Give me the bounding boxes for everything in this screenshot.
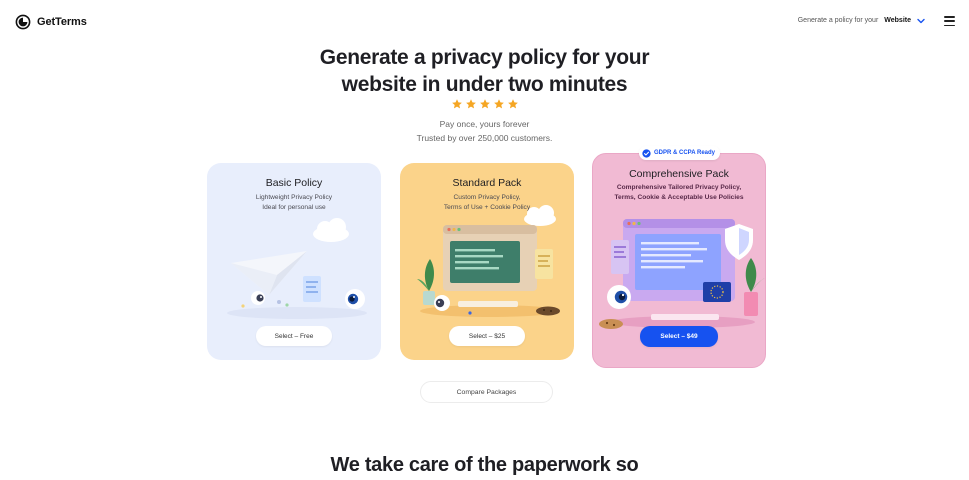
eye-icon — [251, 291, 265, 305]
brand-name: GetTerms — [37, 16, 87, 28]
menu-icon[interactable] — [944, 16, 955, 26]
card-title: Basic Policy — [265, 177, 323, 189]
check-badge-icon — [642, 148, 651, 158]
hero-subtitle-2: Trusted by over 250,000 customers. — [416, 133, 553, 143]
paper-plane-icon — [231, 251, 307, 295]
star-icon — [493, 99, 504, 109]
cookie-icon — [599, 319, 623, 329]
star-icon — [465, 99, 476, 109]
comprehensive-pack-illustration — [599, 219, 765, 329]
plant-icon — [744, 258, 765, 316]
card-description-line-1: Lightweight Privacy Policy — [255, 194, 333, 201]
eu-flag-icon — [703, 282, 731, 302]
cloud-icon — [524, 205, 556, 226]
section-title: We take care of the paperwork so — [330, 454, 639, 476]
card-description-line-2: Ideal for personal use — [262, 204, 326, 211]
star-icon — [507, 99, 518, 109]
eye-icon — [607, 285, 631, 309]
shield-icon — [725, 224, 753, 260]
card-description-line-1: Custom Privacy Policy, — [453, 194, 521, 201]
select-free-button[interactable]: Select – Free — [256, 326, 332, 346]
browser-window-icon — [623, 219, 735, 301]
policy-selector-value: Website — [884, 17, 911, 24]
card-description-line-2: Terms of Use + Cookie Policy — [443, 204, 531, 211]
card-description-line-1: Comprehensive Tailored Privacy Policy, — [616, 184, 742, 191]
getterms-logo-icon — [15, 14, 31, 30]
card-description: Comprehensive Tailored Privacy Policy, T… — [593, 183, 765, 203]
top-bar: GetTerms Generate a policy for your Webs… — [0, 0, 969, 44]
card-description: Custom Privacy Policy, Terms of Use + Co… — [400, 193, 574, 213]
eye-icon — [345, 289, 365, 309]
card-title: Standard Pack — [452, 177, 522, 189]
plant-icon — [417, 259, 435, 305]
chevron-down-icon — [917, 18, 925, 23]
page-title-line-2: website in under two minutes — [341, 73, 628, 96]
basic-policy-illustration — [227, 218, 367, 319]
standard-pack-card[interactable]: Standard Pack Custom Privacy Policy, Ter… — [400, 163, 574, 360]
compare-packages-button[interactable]: Compare Packages — [420, 381, 553, 403]
rating-stars — [0, 98, 969, 110]
standard-pack-illustration — [417, 205, 560, 317]
page-title-line-1: Generate a privacy policy for your — [319, 46, 650, 69]
star-icon — [451, 99, 462, 109]
gdpr-ccpa-badge-label: GDPR & CCPA Ready — [654, 150, 716, 156]
policy-selector-prefix: Generate a policy for your — [797, 17, 879, 24]
comprehensive-pack-card[interactable]: Comprehensive Pack Comprehensive Tailore… — [592, 153, 766, 368]
brand-logo[interactable]: GetTerms — [15, 14, 87, 30]
select-comprehensive-button[interactable]: Select – $49 — [640, 326, 718, 347]
star-icon — [479, 99, 490, 109]
eye-icon — [434, 295, 450, 311]
card-title: Comprehensive Pack — [629, 168, 729, 180]
cookie-icon — [536, 306, 560, 316]
card-description: Lightweight Privacy Policy Ideal for per… — [207, 193, 381, 213]
cloud-icon — [313, 218, 349, 242]
policy-type-selector[interactable]: Generate a policy for your Website — [798, 17, 925, 24]
hero-subtitle-1: Pay once, yours forever — [439, 119, 530, 129]
gdpr-ccpa-badge: GDPR & CCPA Ready — [639, 146, 721, 160]
page-title: Generate a privacy policy for your websi… — [0, 44, 969, 98]
card-description-line-2: Terms, Cookie & Acceptable Use Policies — [614, 194, 744, 201]
basic-policy-card[interactable]: Basic Policy Lightweight Privacy Policy … — [207, 163, 381, 360]
browser-window-icon — [443, 225, 537, 291]
select-standard-button[interactable]: Select – $25 — [449, 326, 525, 346]
